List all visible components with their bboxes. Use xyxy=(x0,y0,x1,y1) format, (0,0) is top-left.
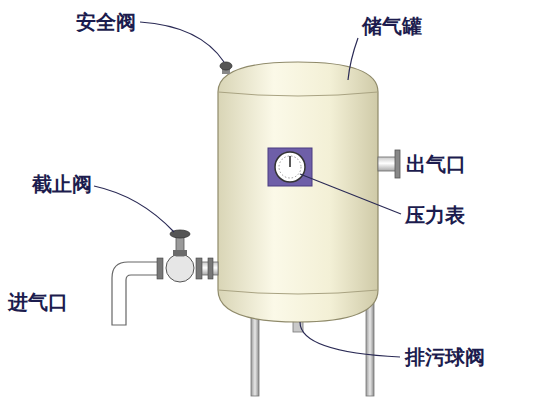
part-label: 截止阀 xyxy=(32,172,92,196)
leader-line xyxy=(348,38,358,80)
tank-seam xyxy=(218,92,378,96)
part-label: 进气口 xyxy=(8,290,68,314)
tank-body xyxy=(218,62,378,322)
gauge-needle xyxy=(289,156,291,167)
inlet-pipe xyxy=(112,262,160,325)
leader-lines xyxy=(94,22,401,357)
pipe-flange xyxy=(196,258,202,279)
leader-line xyxy=(94,186,174,232)
pipe-flange xyxy=(208,258,213,279)
part-label: 出气口 xyxy=(406,152,466,176)
leader-line xyxy=(300,174,401,214)
outlet-pipe xyxy=(378,157,396,171)
leader-line xyxy=(300,322,400,357)
pipe-flange xyxy=(157,258,163,279)
tank-seam xyxy=(218,290,378,294)
valve-bonnet xyxy=(173,250,187,256)
stop-valve xyxy=(166,254,194,282)
pressure-gauge xyxy=(275,152,305,182)
part-label: 安全阀 xyxy=(76,10,136,34)
gauge-scale xyxy=(279,156,301,178)
part-label: 压力表 xyxy=(405,203,465,227)
part-label: 排污球阀 xyxy=(405,345,485,369)
part-label: 储气罐 xyxy=(362,14,422,38)
outlet-flange xyxy=(395,150,400,178)
leader-line xyxy=(140,22,224,62)
safety-valve xyxy=(220,62,232,70)
pressure-gauge xyxy=(268,148,312,186)
